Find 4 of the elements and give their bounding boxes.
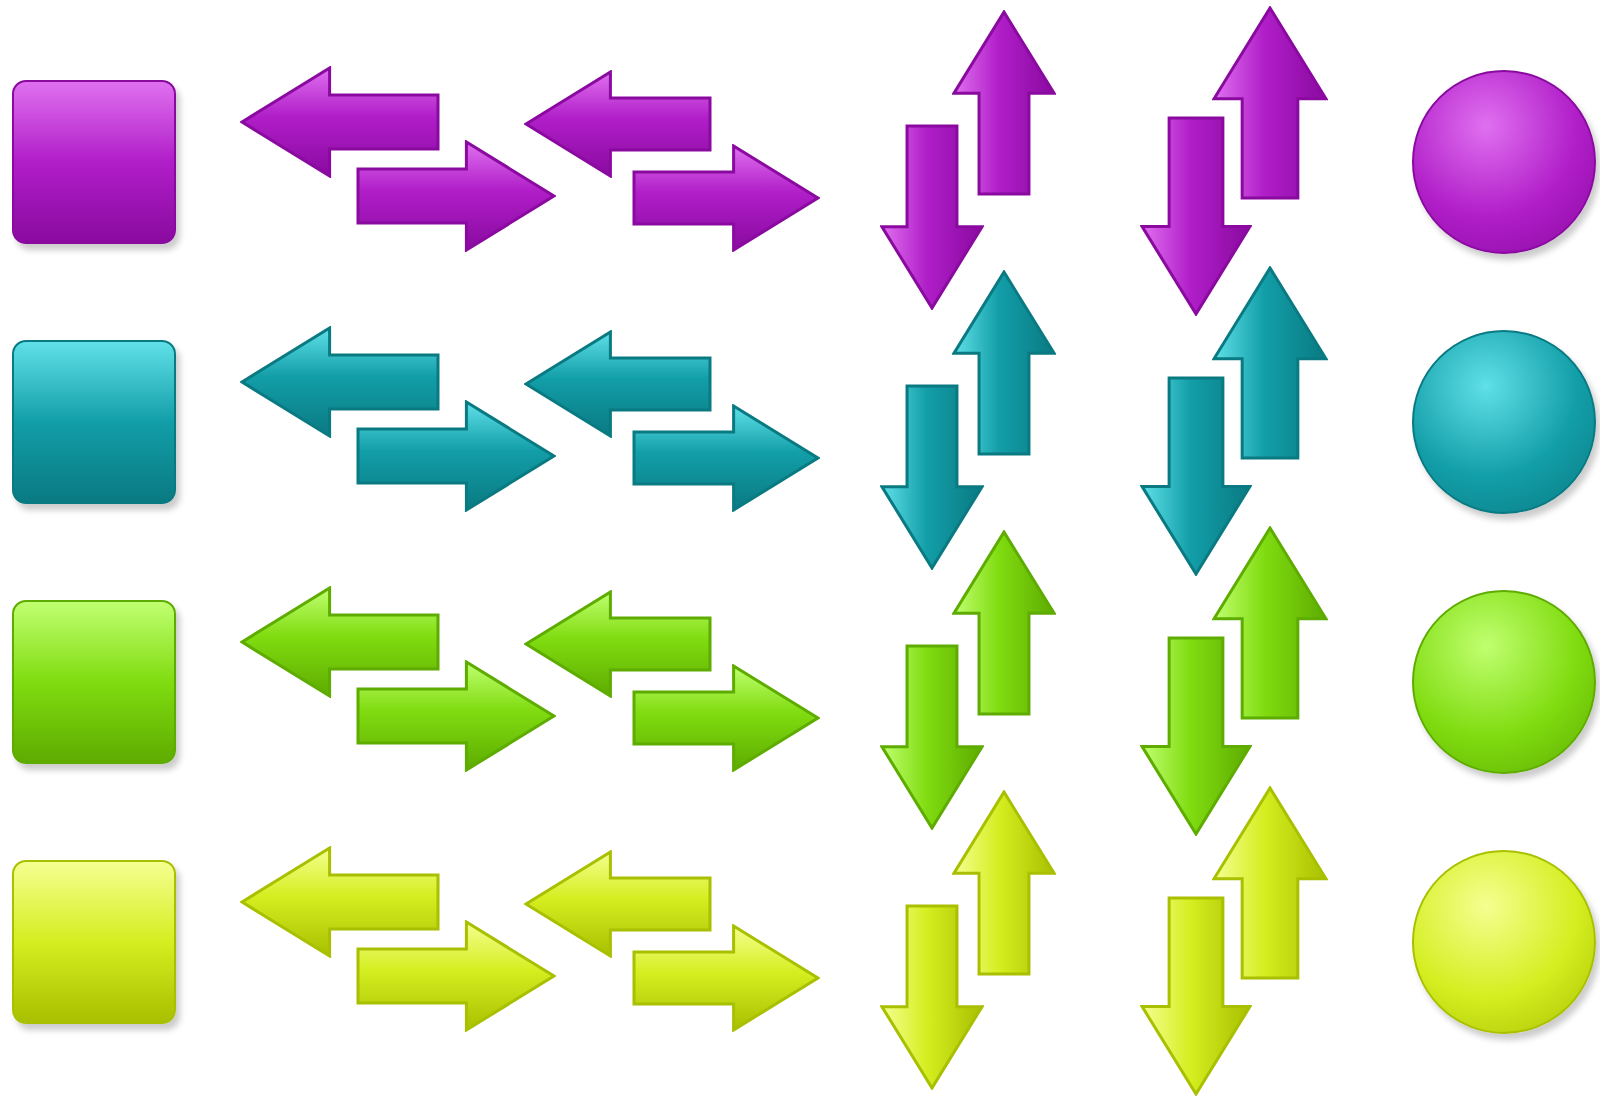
square-button-icon [12, 860, 176, 1024]
square-button-icon [12, 600, 176, 764]
square-button-icon [12, 80, 176, 244]
square-button-icon [12, 340, 176, 504]
